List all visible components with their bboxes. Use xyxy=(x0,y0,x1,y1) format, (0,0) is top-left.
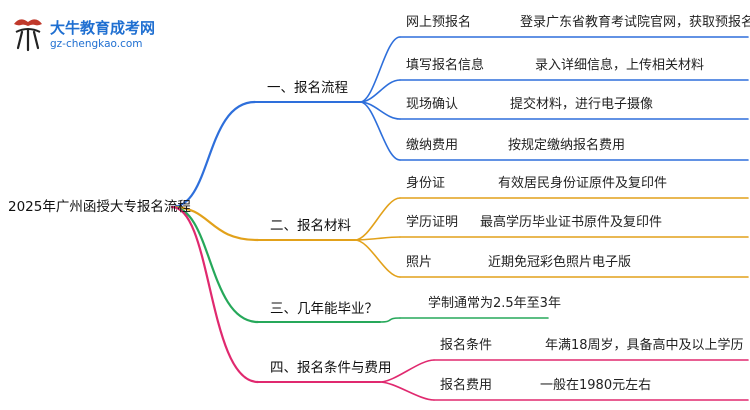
branch-connector-3 xyxy=(170,205,260,324)
item-value-1-1: 登录广东省教育考试院官网，获取预报名号 xyxy=(520,15,750,30)
item-value-4-1: 年满18周岁，具备高中及以上学历 xyxy=(545,338,744,353)
item-key-1-2: 填写报名信息 xyxy=(406,58,485,73)
bull-logo-icon xyxy=(14,19,42,52)
item-key-4-2: 报名费用 xyxy=(440,378,493,393)
branch-label-2: 二、报名材料 xyxy=(270,218,351,234)
branch-connector-2 xyxy=(170,205,260,242)
item-key-4-1: 报名条件 xyxy=(440,338,493,353)
item-connector-2-1 xyxy=(354,197,401,241)
item-key-1-3: 现场确认 xyxy=(406,97,459,112)
item-value-1-3: 提交材料，进行电子摄像 xyxy=(510,97,654,112)
branch-label-3: 三、几年能毕业？ xyxy=(270,301,378,317)
site-logo[interactable]: 大牛教育成考网 gz-chengkao.com xyxy=(8,14,178,54)
item-value-3-1: 学制通常为2.5年至3年 xyxy=(428,296,561,311)
item-value-2-3: 近期免冠彩色照片电子版 xyxy=(488,255,632,270)
item-key-2-1: 身份证 xyxy=(406,176,446,191)
item-value-2-2: 最高学历毕业证书原件及复印件 xyxy=(480,215,663,230)
item-key-2-3: 照片 xyxy=(406,255,433,270)
item-value-2-1: 有效居民身份证原件及复印件 xyxy=(498,176,668,191)
root-node-label: 2025年广州函授大专报名流程 xyxy=(8,199,191,215)
item-key-1-1: 网上预报名 xyxy=(406,15,472,30)
item-value-1-4: 按规定缴纳报名费用 xyxy=(508,138,626,153)
item-value-1-2: 录入详细信息，上传相关材料 xyxy=(535,58,705,73)
item-key-2-2: 学历证明 xyxy=(406,215,459,230)
branch-connector-4 xyxy=(170,205,260,384)
item-connector-1-1 xyxy=(359,36,401,103)
branch-connector-1 xyxy=(170,100,257,209)
item-connector-1-2 xyxy=(359,79,401,103)
logo-title: 大牛教育成考网 xyxy=(50,19,156,37)
item-connector-1-4 xyxy=(359,101,401,161)
branch-label-4: 四、报名条件与费用 xyxy=(270,360,392,376)
logo-url: gz-chengkao.com xyxy=(50,38,143,50)
branch-label-1: 一、报名流程 xyxy=(267,80,348,96)
item-value-4-2: 一般在1980元左右 xyxy=(540,378,652,393)
item-connector-3-1 xyxy=(379,317,401,323)
item-connector-2-3 xyxy=(354,239,401,278)
item-key-1-4: 缴纳费用 xyxy=(406,138,459,153)
item-connector-4-2 xyxy=(379,381,435,401)
item-connector-4-1 xyxy=(379,359,435,383)
